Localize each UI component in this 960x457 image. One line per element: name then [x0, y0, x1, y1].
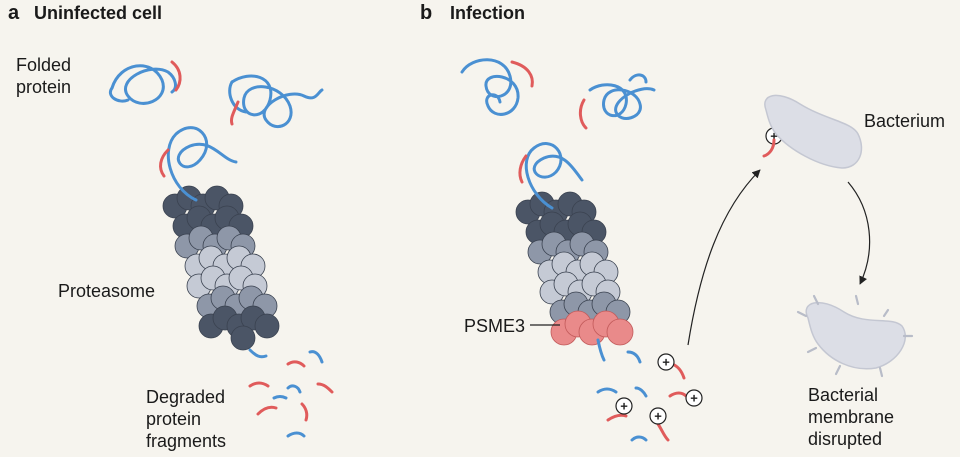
proteasome-subunit: [230, 325, 256, 351]
protein-fragment: [300, 402, 309, 422]
protein-unfolding-b: [518, 142, 606, 362]
charge-symbol-text: +: [654, 409, 662, 424]
protein-fragment: [668, 391, 688, 398]
protein-fragments-a: [248, 350, 334, 438]
psme3-subunit: [606, 318, 634, 346]
charge-symbol-text: +: [662, 355, 670, 370]
protein-fragment: [630, 435, 648, 442]
folded-protein-a1: [109, 60, 182, 105]
panel-a-letter: a: [8, 2, 20, 24]
peptide-attached: [762, 138, 776, 158]
arrow-to-disruption: [847, 181, 871, 285]
membrane-disrupted-label: Bacterial membrane disrupted: [808, 385, 895, 449]
proteasome-b: [515, 191, 634, 346]
folded-protein-b1: [460, 58, 534, 116]
protein-fragment: [316, 382, 334, 394]
folded-protein-b2: [578, 73, 656, 130]
bacterium-disrupted: [796, 294, 914, 378]
protein-fragment: [606, 413, 628, 422]
panel-b-letter: b: [420, 2, 433, 24]
protein-fragment: [286, 431, 306, 438]
panel-a-title: Uninfected cell: [34, 3, 163, 23]
charge-symbol: +: [615, 397, 633, 415]
protein-fragment: [626, 350, 642, 364]
degraded-fragments-label: Degraded protein fragments: [146, 387, 227, 451]
charge-symbol: +: [657, 353, 675, 371]
bacterium-label: Bacterium: [864, 111, 946, 131]
psme3-label: PSME3: [464, 316, 526, 336]
proteasome-subunit: [254, 313, 280, 339]
protein-fragment: [286, 384, 302, 394]
charge-symbol: +: [649, 407, 667, 425]
proteasome-a: [162, 185, 280, 351]
protein-fragment: [308, 350, 324, 364]
protein-unfolding-a: [159, 126, 268, 359]
folded-protein-label: Folded protein: [16, 55, 72, 97]
charge-symbol: +: [685, 389, 703, 407]
charge-symbol-text: +: [620, 399, 628, 414]
protein-fragment: [656, 422, 670, 442]
protein-fragment: [272, 395, 288, 400]
positive-charges: + + + + +: [615, 127, 783, 425]
protein-fragment: [248, 381, 270, 388]
bacterium-intact: [764, 94, 863, 169]
protein-fragment: [596, 387, 618, 394]
panel-b-title: Infection: [450, 3, 525, 23]
proteasome-label: Proteasome: [58, 281, 156, 301]
charge-symbol-text: +: [770, 129, 778, 144]
folded-protein-a2: [228, 74, 324, 128]
protein-fragment: [256, 405, 278, 416]
protein-fragment: [634, 386, 648, 398]
protein-fragment: [670, 362, 686, 380]
protein-fragment: [286, 360, 306, 368]
charge-symbol-text: +: [690, 391, 698, 406]
arrow-to-bacterium: [687, 169, 761, 346]
